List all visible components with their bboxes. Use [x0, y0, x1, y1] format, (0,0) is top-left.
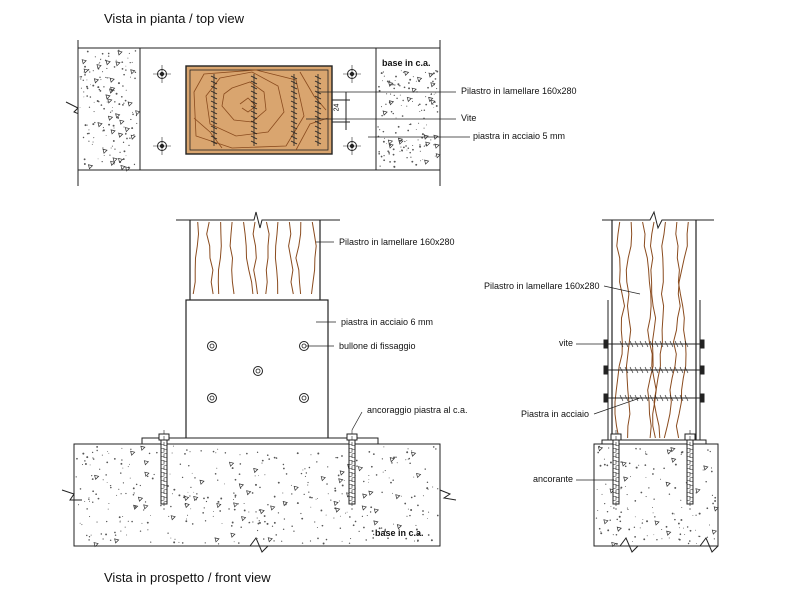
side-view: [576, 210, 719, 553]
top-view-title: Vista in pianta / top view: [104, 11, 244, 26]
top-screw-label: Vite: [461, 113, 477, 123]
top-column-label: Pilastro in lamellare 160x280: [461, 86, 577, 96]
side-anchor-label: ancorante: [533, 474, 574, 484]
side-screw-label: vite: [559, 338, 574, 348]
top-view: [65, 40, 470, 186]
side-column-label: Pilastro in lamellare 160x280: [484, 281, 600, 291]
front-plate-label: piastra in acciaio 6 mm: [341, 317, 434, 327]
front-anchor-label: ancoraggio piastra al c.a.: [367, 405, 468, 415]
top-base-label: base in c.a.: [382, 58, 431, 68]
front-view: [61, 211, 457, 553]
front-bolt-label: bullone di fissaggio: [339, 341, 416, 351]
front-column-label: Pilastro in lamellare 160x280: [339, 237, 455, 247]
top-concrete-left: [77, 47, 141, 171]
front-view-title: Vista in prospetto / front view: [104, 570, 271, 585]
front-concrete-base: [73, 443, 441, 547]
top-plate-label: piastra in acciaio 5 mm: [473, 131, 566, 141]
top-dimension-label: 24: [333, 103, 341, 112]
side-plate-label: Piastra in acciaio: [521, 409, 590, 419]
front-base-label: base in c.a.: [375, 528, 424, 538]
